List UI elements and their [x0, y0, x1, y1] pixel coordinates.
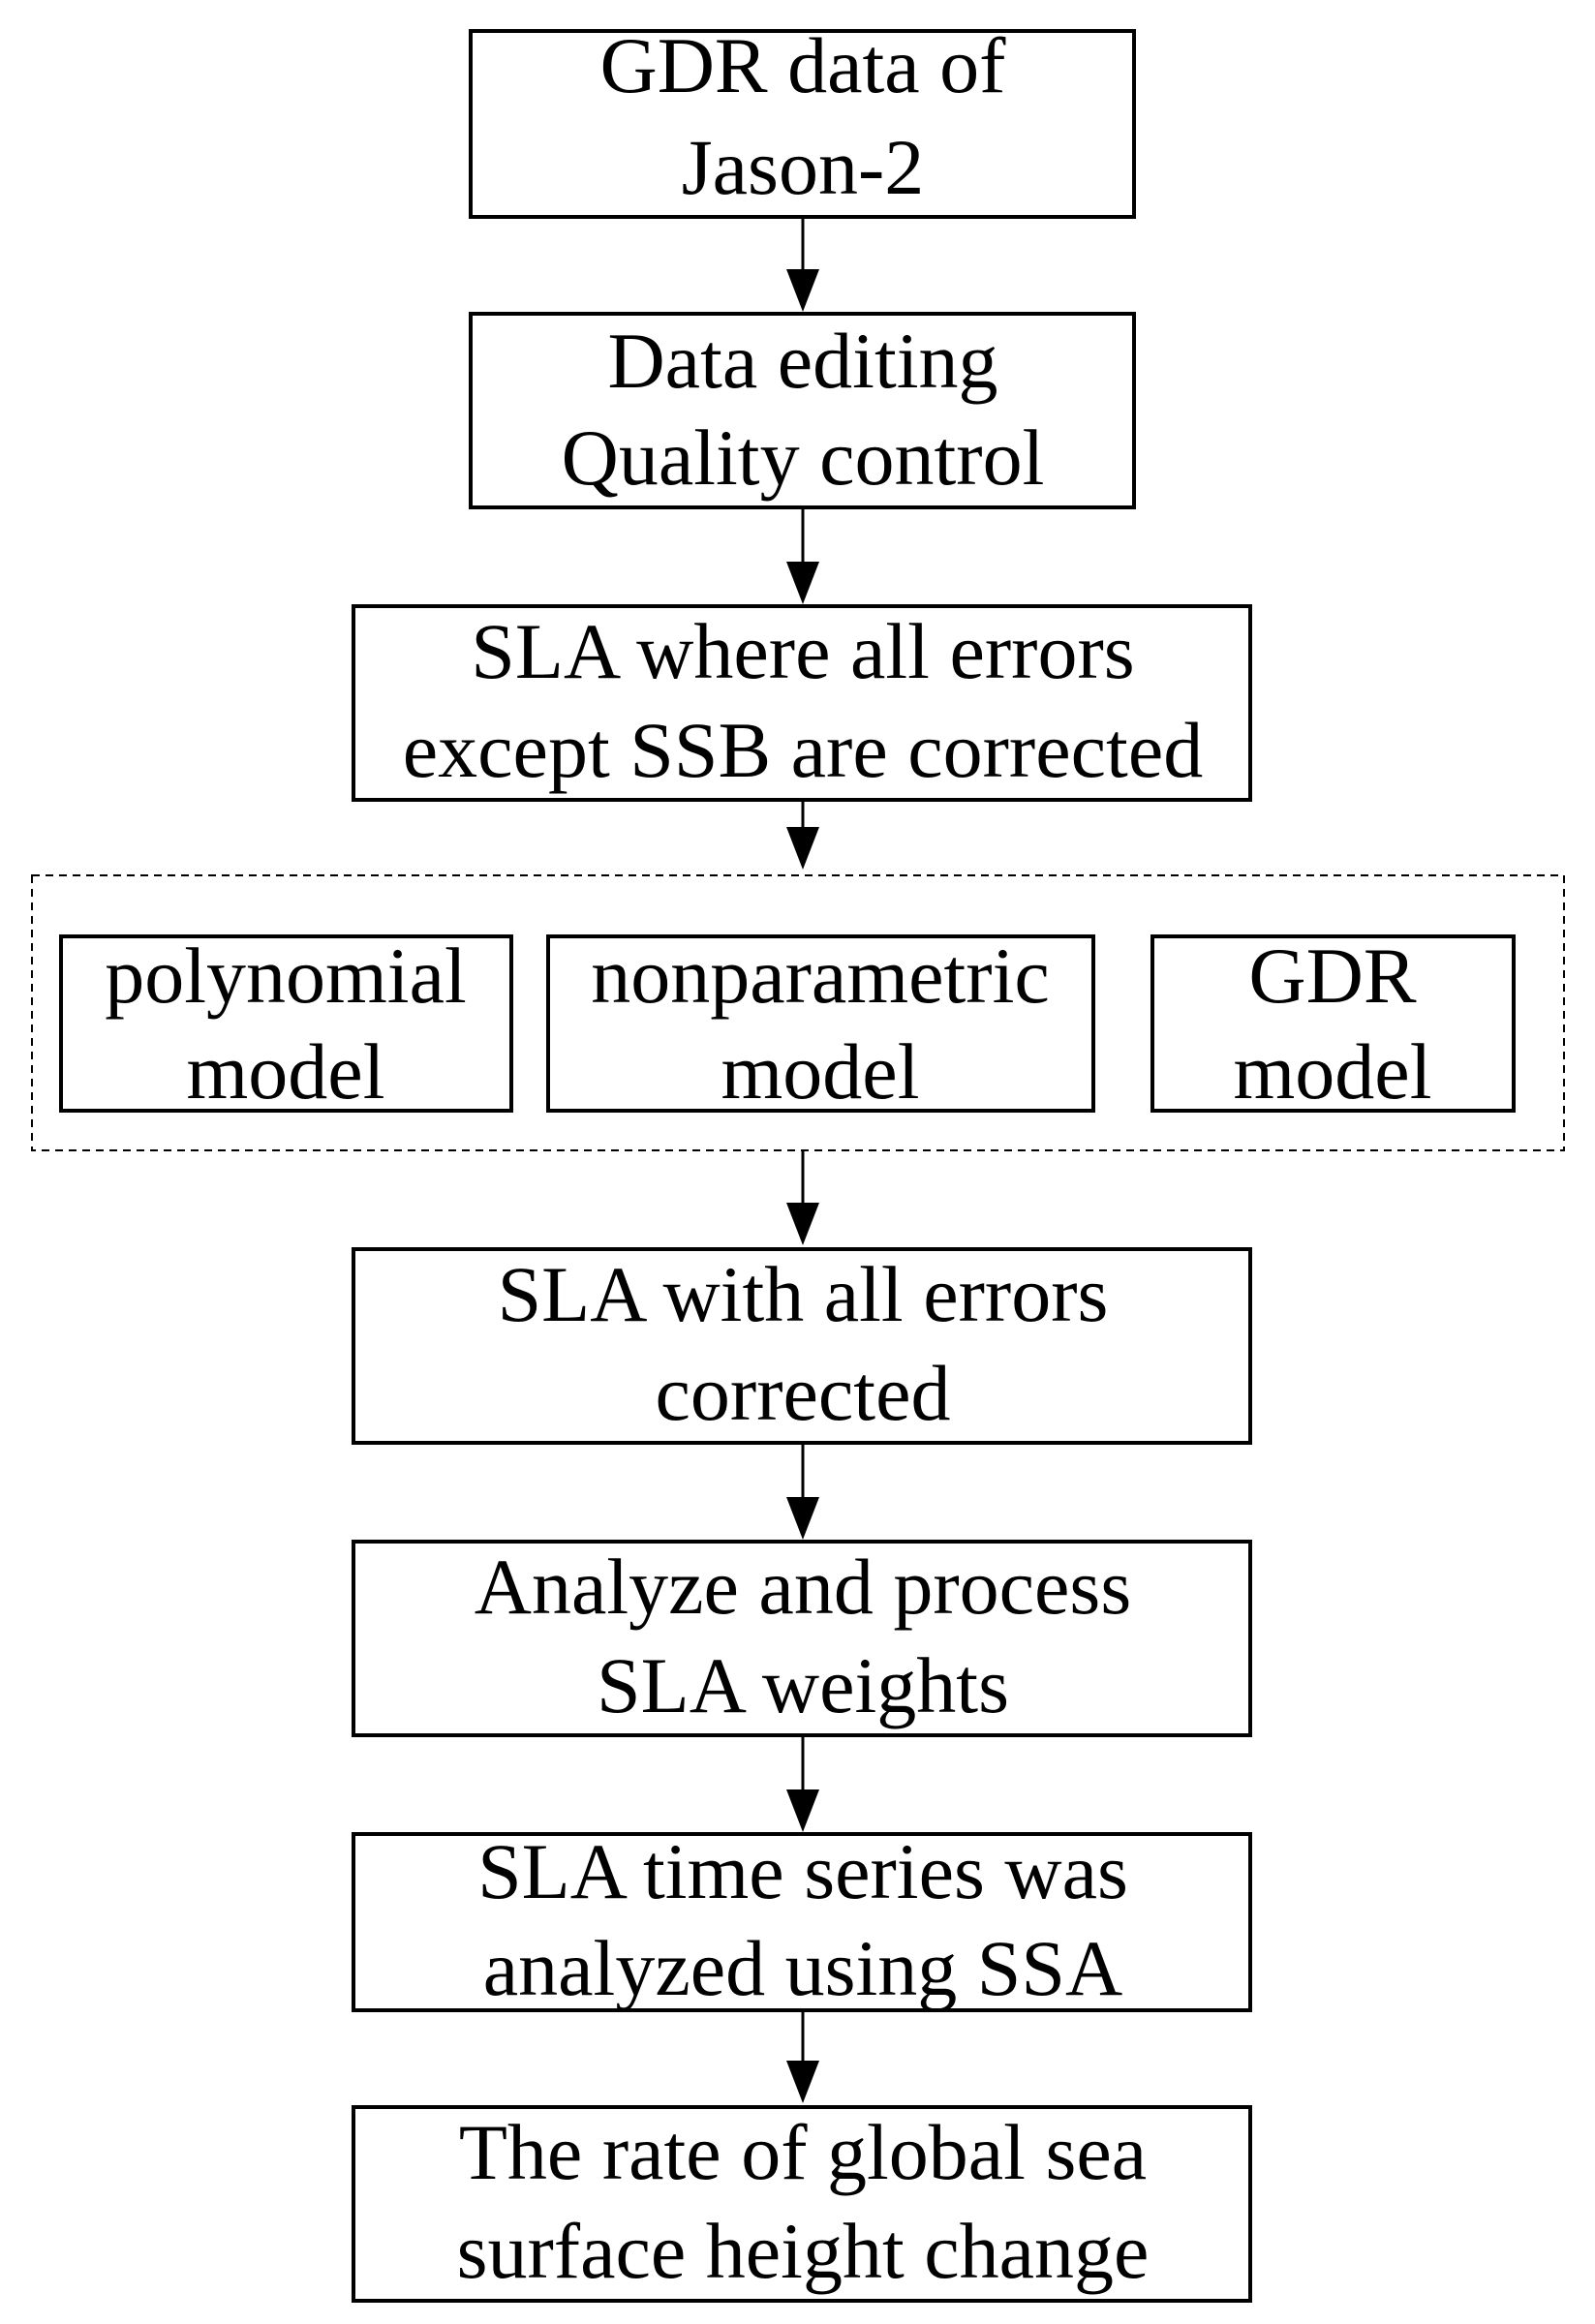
step-sea-height-rate: The rate of global sea surface height ch… [352, 2105, 1252, 2303]
polynomial-model-line1: polynomial [105, 932, 467, 1020]
step-sla-except-ssb: SLA where all errors except SSB are corr… [352, 604, 1252, 802]
arrow-3 [786, 800, 819, 870]
step-data-editing: Data editing Quality control [469, 312, 1136, 509]
step-analyze-weights-line1: Analyze and process [475, 1543, 1132, 1631]
arrow-5 [786, 1443, 819, 1540]
ssb-model-group: polynomial model nonparametric model GDR… [31, 874, 1565, 1151]
arrow-1 [786, 217, 819, 312]
step-sla-except-ssb-line2: except SSB are corrected [403, 706, 1203, 794]
step-sea-height-rate-line2: surface height change [457, 2207, 1150, 2295]
arrow-7 [786, 2010, 819, 2103]
arrow-2 [786, 507, 819, 604]
gdr-model: GDR model [1150, 932, 1516, 1116]
gdr-model-line1: GDR [1248, 932, 1416, 1020]
step-gdr-data-line2: Jason-2 [682, 123, 925, 211]
step-data-editing-line2: Quality control [562, 413, 1045, 502]
step-sla-except-ssb-line1: SLA where all errors [471, 607, 1134, 695]
nonparametric-model-line2: model [721, 1027, 920, 1116]
step-data-editing-line1: Data editing [607, 317, 997, 405]
polynomial-model: polynomial model [59, 932, 513, 1116]
nonparametric-model-line1: nonparametric [591, 932, 1050, 1020]
step-ssa-analysis-line2: analyzed using SSA [483, 1924, 1122, 2012]
step-sla-all-corrected-line1: SLA with all errors [498, 1250, 1109, 1338]
nonparametric-model: nonparametric model [546, 932, 1095, 1116]
step-analyze-weights-line2: SLA weights [597, 1641, 1009, 1729]
step-sea-height-rate-line1: The rate of global sea [459, 2108, 1147, 2196]
arrow-6 [786, 1735, 819, 1832]
polynomial-model-line2: model [187, 1027, 385, 1116]
step-ssa-analysis-line1: SLA time series was [477, 1827, 1128, 1915]
step-gdr-data-line1: GDR data of [599, 21, 1006, 109]
gdr-model-line2: model [1234, 1027, 1432, 1116]
step-ssa-analysis: SLA time series was analyzed using SSA [352, 1827, 1252, 2012]
step-sla-all-corrected-line2: corrected [656, 1349, 951, 1437]
step-gdr-data: GDR data of Jason-2 [469, 21, 1136, 219]
step-analyze-weights: Analyze and process SLA weights [352, 1540, 1252, 1737]
arrow-4 [786, 1150, 819, 1245]
step-sla-all-corrected: SLA with all errors corrected [352, 1247, 1252, 1445]
